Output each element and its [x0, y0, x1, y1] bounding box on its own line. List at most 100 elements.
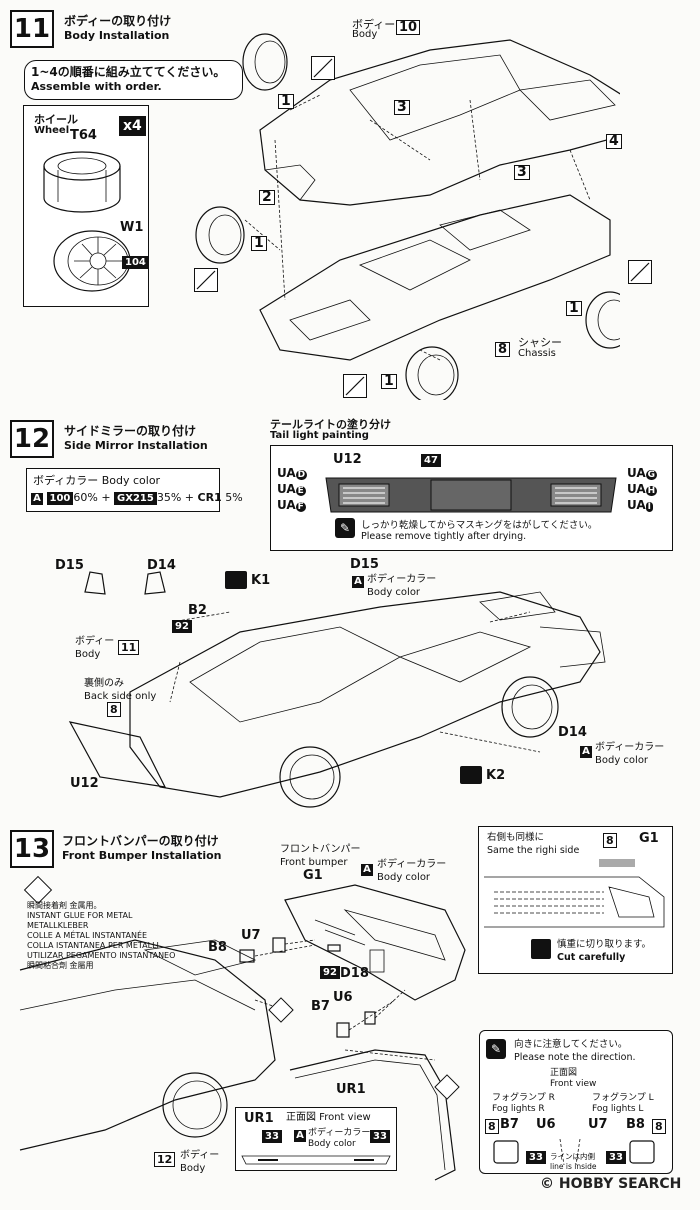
seq-1-c: 1: [566, 301, 582, 316]
bodycolor-1-jp: ボディーカラー: [367, 574, 437, 585]
chassis-label-jp: シャシー: [518, 336, 562, 349]
inset-num: 8: [603, 833, 617, 848]
wheel-paint-code: 104: [122, 256, 149, 269]
tire-part-label: T64: [70, 128, 97, 143]
seq-3-b: 3: [514, 165, 530, 180]
dry-note-jp: しっかり乾燥してからマスキングをはがしてください。: [361, 520, 598, 531]
ur1-bodycolor-en: Body color: [308, 1139, 356, 1149]
b7-label: B7: [311, 999, 330, 1014]
order-note-en: Assemble with order.: [31, 80, 162, 93]
u6-label: U6: [333, 990, 353, 1005]
ur1-body-color-a: A: [294, 1130, 306, 1142]
fog-l-jp: フォグランプ L: [592, 1093, 654, 1103]
ur1-paint-left: 33: [262, 1130, 282, 1143]
u12-label: U12: [70, 776, 99, 791]
ratio-3: 5%: [225, 491, 243, 504]
gluing-icon-k1: [225, 571, 247, 589]
paint-drop-icon: ✎: [335, 518, 355, 538]
bumper-en: Front bumper: [280, 857, 348, 868]
tire-illustration: [43, 151, 131, 292]
bodycolor-3-en: Body color: [377, 872, 431, 883]
glue-notes: 瞬間接着剤 金属用。 INSTANT GLUE FOR METAL METALL…: [27, 901, 176, 970]
step-11-title-en: Body Installation: [64, 29, 170, 42]
no-glue-icon: [628, 260, 652, 284]
knife-icon: [531, 939, 551, 959]
no-glue-icon: [343, 374, 367, 398]
tail-paint-code: 47: [421, 454, 441, 467]
u7-label: U7: [241, 928, 261, 943]
watermark-copyright: ©: [540, 1176, 554, 1192]
same-side-jp: 右側も同様に: [487, 832, 545, 843]
paint-drop-icon: ✎: [486, 1039, 506, 1059]
line-inside-en: line is inside: [550, 1162, 597, 1171]
fog-part-8-right: 8: [652, 1119, 666, 1134]
step-11-number: 11: [10, 10, 54, 48]
back-jp: 裏側のみ: [84, 678, 124, 689]
quantity-badge: x4: [119, 116, 146, 136]
inset-g1: G1: [639, 831, 659, 846]
mirror-d14-label: D14: [147, 558, 176, 573]
back-en: Back side only: [84, 691, 157, 702]
mirror-parts: [84, 571, 166, 595]
order-note-jp: 1~4の順番に組み立ててください。: [31, 65, 226, 79]
fog-l-en: Fog lights L: [592, 1104, 644, 1114]
chassis-label-en: Chassis: [518, 348, 556, 359]
direction-jp: 向きに注意してください。: [514, 1039, 628, 1050]
tail-title-jp: テールライトの塗り分け: [270, 418, 391, 431]
body12-en: Body: [75, 649, 101, 660]
body-color-a-3: A: [361, 864, 373, 876]
d18-paint: 92: [320, 966, 340, 979]
tail-title-en: Tail light painting: [270, 430, 369, 441]
fog-paint-left: 33: [526, 1151, 546, 1164]
body-color-a-1: A: [352, 576, 364, 588]
no-glue-icon: [194, 268, 218, 292]
bodycolor-1-en: Body color: [367, 587, 421, 598]
seq-1-b: 1: [251, 236, 267, 251]
cut-jp: 慎重に切り取ります。: [557, 939, 652, 950]
ur1-label: UR1: [336, 1082, 366, 1097]
side-detail-inset: 右側も同様に Same the righi side 8 G1 慎重に切り取りま…: [478, 826, 673, 974]
d14-label: D14: [558, 725, 587, 740]
watermark: © HOBBY SEARCH: [540, 1176, 681, 1192]
body12-num: 11: [118, 640, 140, 655]
bodycolor-2-jp: ボディーカラー: [595, 742, 665, 753]
body-color-title: ボディカラー Body color: [33, 474, 161, 487]
fog-part-u6: U6: [536, 1117, 556, 1132]
seq-1-d: 1: [381, 374, 397, 389]
tail-part-label: U12: [333, 452, 362, 467]
k1-label: K1: [251, 573, 271, 588]
body-chassis-illustration: [195, 33, 620, 400]
seq-3-a: 3: [394, 100, 410, 115]
cut-en: Cut carefully: [557, 952, 626, 963]
ur1-front-view: 正面図 Front view: [286, 1112, 371, 1123]
car-rear-illustration: [68, 591, 606, 808]
fog-part-u7: U7: [588, 1117, 608, 1132]
d15-label: D15: [350, 557, 379, 572]
step-13-title-en: Front Bumper Installation: [62, 849, 222, 862]
fog-light-inset: ✎ 向きに注意してください。 Please note the direction…: [479, 1030, 673, 1174]
body-label-jp: ボディー: [352, 18, 396, 31]
body-label-en: Body: [352, 29, 378, 40]
tail-light-drawing: [325, 477, 617, 513]
fog-paint-right: 33: [606, 1151, 626, 1164]
fog-r-en: Fog lights R: [492, 1104, 545, 1114]
fog-lights-drawing: [493, 1138, 655, 1166]
fog-part-8-left: 8: [485, 1119, 499, 1134]
step-12-number: 12: [10, 420, 54, 458]
wheel-label-en: Wheel: [34, 125, 70, 136]
body13-en: Body: [180, 1163, 206, 1174]
paint-gx215: GX215: [114, 492, 157, 505]
bodycolor-2-en: Body color: [595, 755, 649, 766]
bodycolor-3-jp: ボディーカラー: [377, 859, 447, 870]
mirror-d15-label: D15: [55, 558, 84, 573]
paint-100: 100: [46, 492, 74, 505]
same-side-en: Same the righi side: [487, 845, 580, 856]
no-glue-icon: [311, 56, 335, 80]
step-13-title-jp: フロントバンパーの取り付け: [62, 834, 219, 848]
step-13-number: 13: [10, 830, 54, 868]
fog-part-b7: B7: [500, 1117, 519, 1132]
dry-note-en: Please remove tightly after drying.: [361, 531, 527, 542]
